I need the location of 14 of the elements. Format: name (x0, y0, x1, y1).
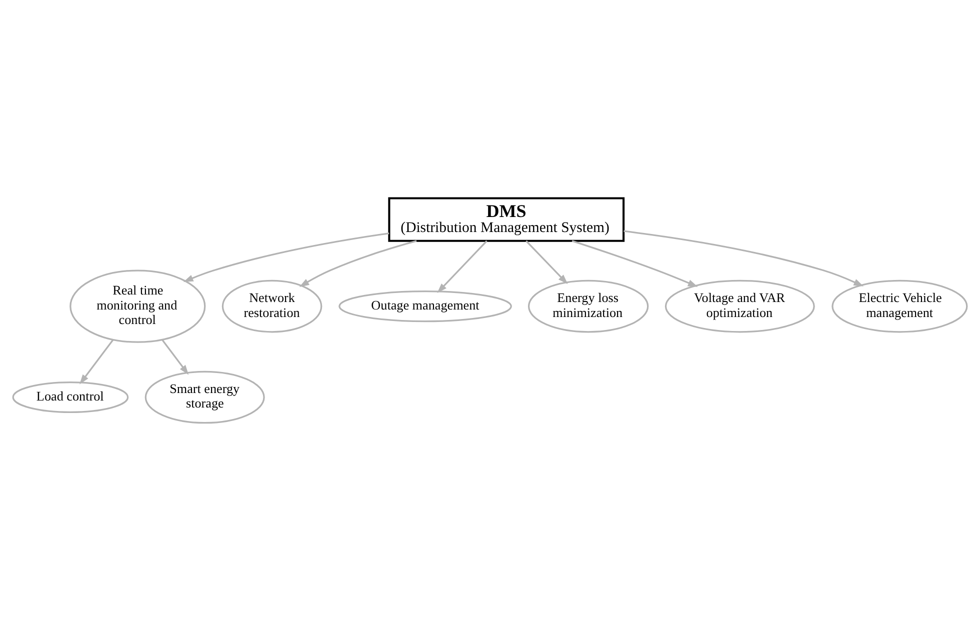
node-ellipse: Load control (12, 381, 129, 414)
node-ellipse: Outage management (338, 290, 512, 322)
arrow (299, 240, 417, 287)
node-box: DMS (Distribution Management System) (388, 197, 625, 242)
node-ellipse: Smart energy storage (144, 370, 265, 424)
node-ellipse: Energy loss minimization (528, 280, 649, 333)
arrow (526, 240, 568, 284)
arrow (572, 240, 698, 287)
arrow (80, 339, 114, 384)
arrow (624, 230, 864, 286)
node-ellipse: Real time monitoring and control (70, 270, 206, 343)
arrow (437, 240, 488, 293)
arrow (162, 339, 189, 375)
arrow (183, 232, 390, 282)
